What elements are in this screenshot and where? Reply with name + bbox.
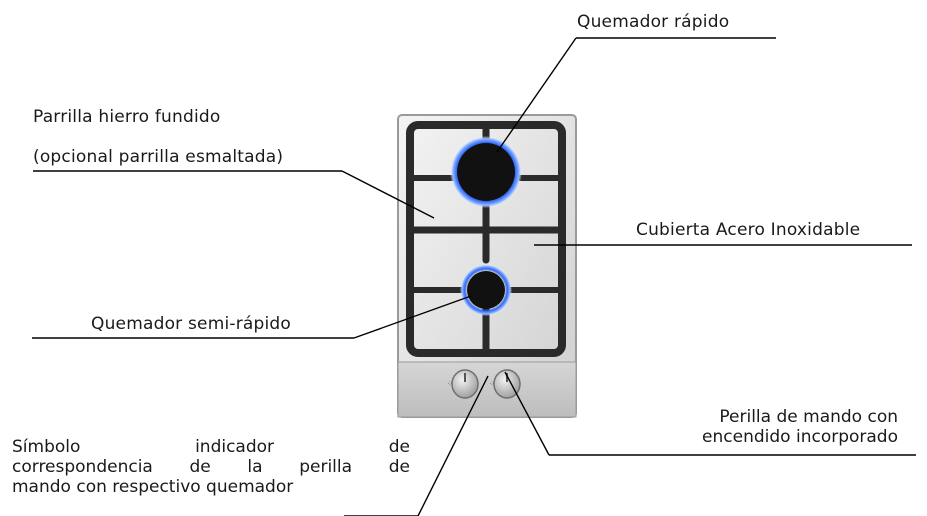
label-quick-burner: Quemador rápido [577, 12, 730, 32]
control-knobs: ⁘ ⁘ [447, 369, 521, 399]
semi-quick-burner-icon [460, 264, 512, 316]
label-knob-line-2: encendido incorporado [702, 427, 898, 447]
label-symbol-word: mando con respectivo quemador [12, 477, 294, 497]
label-symbol-line-3: mando con respectivo quemador [12, 477, 410, 497]
label-symbol-line-1: Símbolo indicador de [12, 437, 410, 457]
knob-left-icon [451, 369, 479, 399]
knob-right-icon [493, 369, 521, 399]
leader-lines [32, 37, 916, 516]
label-symbol-word: indicador [195, 437, 275, 457]
label-symbol-word: de [388, 437, 410, 457]
label-grate: Parrilla hierro fundido [33, 107, 221, 127]
quick-burner-icon [450, 136, 522, 208]
label-grate-option: (opcional parrilla esmaltada) [33, 147, 284, 167]
label-symbol: Símbolo indicador de correspondencia de … [12, 437, 410, 497]
label-symbol-word: la [247, 457, 263, 477]
label-symbol-word: de [388, 457, 410, 477]
burner-symbol-right-icon: ⁘ [489, 380, 495, 388]
label-semi-quick-burner: Quemador semi-rápido [91, 314, 292, 334]
control-panel [397, 361, 577, 418]
label-symbol-line-2: correspondencia de la perilla de [12, 457, 410, 477]
label-symbol-word: correspondencia [12, 457, 153, 477]
label-symbol-word: perilla [299, 457, 353, 477]
label-symbol-word: Símbolo [12, 437, 81, 457]
label-symbol-word: de [189, 457, 211, 477]
label-knob: Perilla de mando con encendido incorpora… [702, 407, 898, 447]
label-knob-line-1: Perilla de mando con [719, 407, 898, 427]
burner-symbol-left-icon: ⁘ [447, 380, 453, 388]
label-stainless-cover: Cubierta Acero Inoxidable [636, 220, 861, 240]
